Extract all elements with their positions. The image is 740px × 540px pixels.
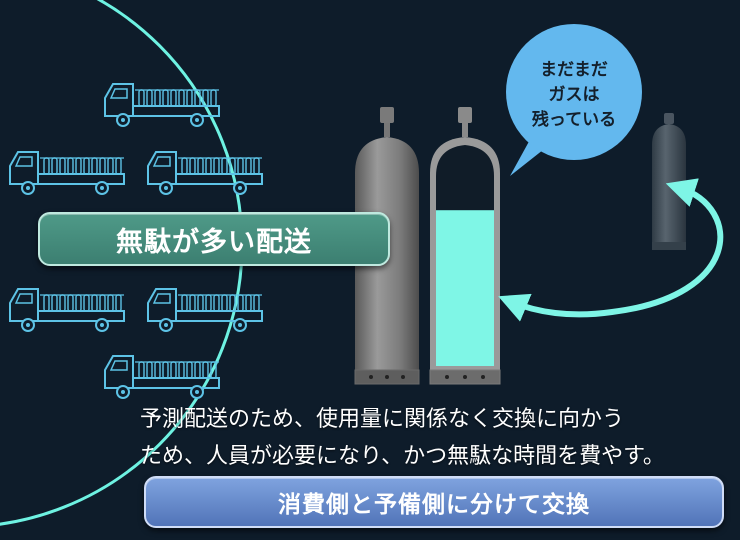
bubble-text: まだまだ ガスは 残っている (508, 58, 640, 133)
bubble-line: ガスは (548, 85, 600, 105)
caption-line: 予測配送のため、使用量に関係なく交換に向かう (140, 407, 625, 432)
caption-text: 予測配送のため、使用量に関係なく交換に向かう ため、人員が必要になり、かつ無駄な… (140, 401, 740, 475)
caption-line: ため、人員が必要になり、かつ無駄な時間を費やす。 (140, 444, 665, 469)
waste-delivery-banner: 無駄が多い配送 (38, 212, 390, 266)
bubble-line: まだまだ (540, 60, 608, 80)
gas-level-fill (436, 210, 494, 366)
truck-icon (147, 151, 263, 195)
exchange-banner: 消費側と予備側に分けて交換 (144, 476, 724, 528)
speech-bubble-icon (506, 24, 642, 176)
return-arrow-icon (498, 178, 724, 322)
truck-icon (104, 355, 220, 399)
gas-cylinder-icon (652, 113, 686, 250)
truck-icon (147, 288, 263, 332)
truck-icon (104, 83, 220, 127)
bubble-line: 残っている (531, 110, 617, 130)
truck-icon (9, 151, 125, 195)
truck-icon (9, 288, 125, 332)
gas-cylinder-icon (429, 107, 501, 385)
